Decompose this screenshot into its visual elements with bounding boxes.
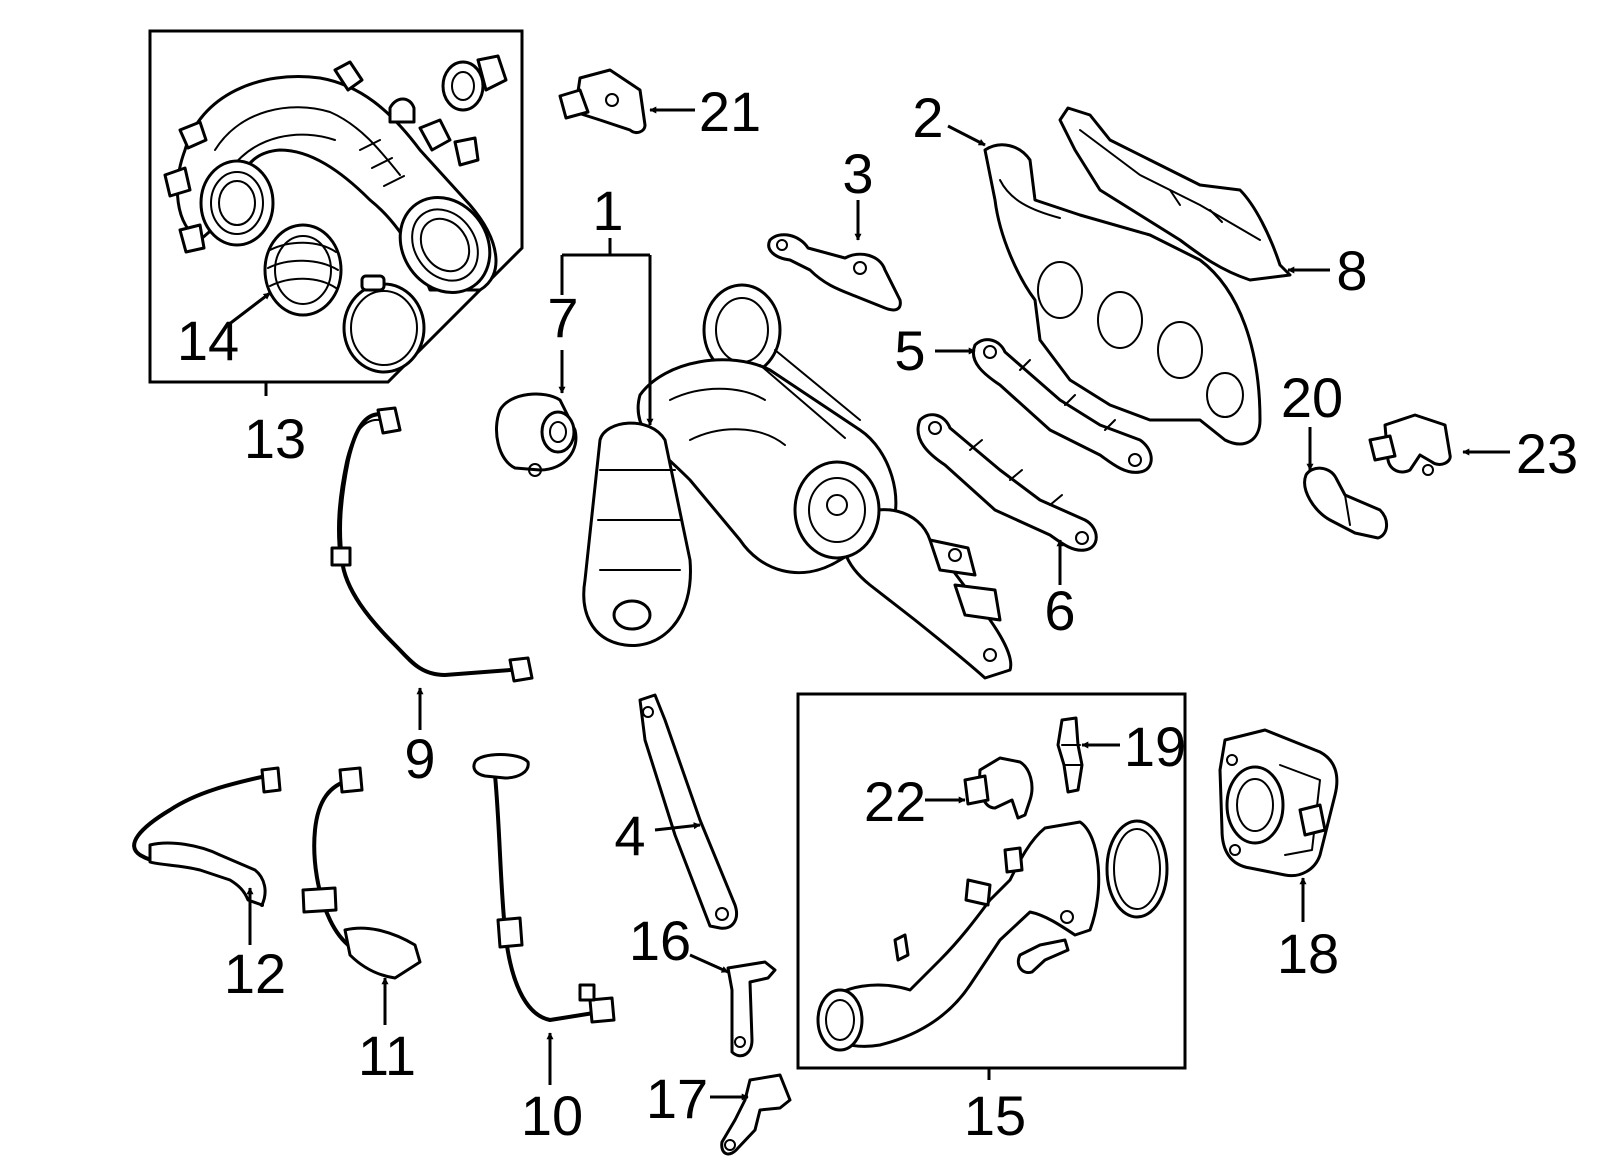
callout-2: 2 bbox=[912, 86, 943, 149]
callout-5: 5 bbox=[894, 319, 925, 382]
throttle-body-18 bbox=[1218, 728, 1339, 878]
leader-14 bbox=[227, 291, 271, 327]
callout-13: 13 bbox=[244, 407, 306, 470]
sensor-19 bbox=[1056, 716, 1084, 794]
callout-3: 3 bbox=[842, 142, 873, 205]
bracket-17 bbox=[720, 1073, 792, 1156]
sensor-22 bbox=[963, 756, 1034, 820]
callout-1: 1 bbox=[592, 179, 623, 242]
bracket-3 bbox=[767, 233, 902, 312]
intake-pipe-assembly bbox=[163, 60, 498, 295]
heat-shield-8 bbox=[1058, 106, 1292, 282]
callout-10: 10 bbox=[521, 1084, 583, 1147]
callout-4: 4 bbox=[614, 804, 645, 867]
callout-18: 18 bbox=[1277, 922, 1339, 985]
seal-ring-15 bbox=[1105, 819, 1169, 919]
hose-11 bbox=[301, 766, 422, 980]
callout-11: 11 bbox=[358, 1024, 416, 1087]
leader-4 bbox=[654, 822, 701, 832]
oil-line-9 bbox=[330, 406, 534, 683]
bolt-15 bbox=[1016, 938, 1070, 975]
heat-shield-2 bbox=[983, 143, 1262, 446]
seal-ring-14 bbox=[263, 223, 343, 317]
gasket-5 bbox=[971, 338, 1153, 474]
sensor-21 bbox=[558, 68, 647, 134]
callout-8: 8 bbox=[1336, 239, 1367, 302]
sensor-20 bbox=[1303, 466, 1388, 540]
group-box-13 bbox=[148, 29, 524, 384]
leader-16 bbox=[689, 953, 729, 974]
group-box-15 bbox=[796, 692, 1187, 1070]
gasket-6 bbox=[916, 413, 1098, 552]
callout-22: 22 bbox=[864, 770, 926, 833]
callout-6: 6 bbox=[1044, 579, 1075, 642]
callout-20: 20 bbox=[1281, 366, 1343, 429]
bracket-16 bbox=[726, 960, 777, 1058]
intake-connector-small bbox=[441, 54, 508, 112]
actuator-7 bbox=[495, 392, 578, 477]
turbocharger-assembly bbox=[582, 283, 1013, 680]
sensor-23 bbox=[1368, 413, 1452, 476]
callout-14: 14 bbox=[177, 309, 239, 372]
callout-15: 15 bbox=[964, 1084, 1026, 1147]
leader-1 bbox=[560, 238, 650, 425]
coolant-pipe-15 bbox=[816, 820, 1101, 1052]
callout-16: 16 bbox=[629, 909, 691, 972]
callout-19: 19 bbox=[1124, 715, 1186, 778]
hose-clamp bbox=[342, 274, 426, 374]
leader-2 bbox=[947, 124, 986, 147]
callout-21: 21 bbox=[699, 80, 761, 143]
bracket-4 bbox=[638, 693, 738, 930]
callout-7: 7 bbox=[547, 286, 578, 349]
oil-line-10 bbox=[472, 753, 616, 1024]
callout-17: 17 bbox=[646, 1067, 708, 1130]
callout-23: 23 bbox=[1516, 422, 1578, 485]
callout-12: 12 bbox=[224, 942, 286, 1005]
callout-9: 9 bbox=[404, 727, 435, 790]
hose-12 bbox=[132, 766, 282, 907]
